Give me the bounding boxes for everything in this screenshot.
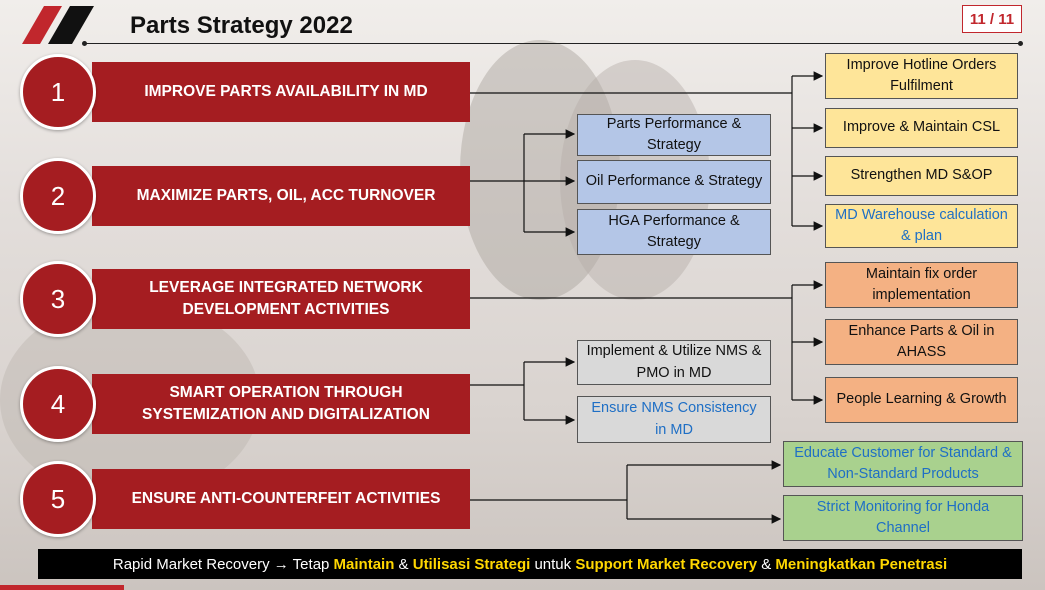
brand-logo-icon	[22, 6, 94, 44]
mid-box-parts-performance: Parts Performance & Strategy	[577, 114, 771, 156]
strategy-banner-2: MAXIMIZE PARTS, OIL, ACC TURNOVER	[92, 166, 470, 226]
right-box-sop: Strengthen MD S&OP	[825, 156, 1018, 196]
right-box-hotline-orders: Improve Hotline Orders Fulfilment	[825, 53, 1018, 99]
footer-arrow-icon: →	[273, 555, 289, 573]
strategy-banner-5: ENSURE ANTI-COUNTERFEIT ACTIVITIES	[92, 469, 470, 529]
header-divider-dot-left	[82, 41, 87, 46]
page-title: Parts Strategy 2022	[130, 12, 353, 39]
page-indicator: 11 / 11	[962, 5, 1022, 33]
footer-highlight-support: Support Market Recovery	[575, 555, 758, 573]
strategy-number-1: 1	[20, 54, 96, 130]
strategy-label-5: ENSURE ANTI-COUNTERFEIT ACTIVITIES	[131, 489, 441, 507]
strategy-banner-4: SMART OPERATION THROUGH SYSTEMIZATION AN…	[92, 374, 470, 434]
strategy-label-2: MAXIMIZE PARTS, OIL, ACC TURNOVER	[136, 186, 436, 204]
strategy-number-3: 3	[20, 261, 96, 337]
mid-box-nms-consistency: Ensure NMS Consistency in MD	[577, 396, 771, 443]
right-box-people-learning: People Learning & Growth	[825, 377, 1018, 423]
footer-text-1: Rapid Market Recovery	[112, 555, 274, 573]
right-box-honda-channel: Strict Monitoring for Honda Channel	[783, 495, 1023, 541]
strategy-banner-1: IMPROVE PARTS AVAILABILITY IN MD	[92, 62, 470, 122]
footer-text-5: &	[757, 555, 776, 573]
strategy-label-3: LEVERAGE INTEGRATED NETWORK DEVELOPMENT …	[149, 278, 423, 318]
footer-highlight-penetrasi: Meningkatkan Penetrasi	[775, 555, 948, 573]
mid-box-hga-performance: HGA Performance & Strategy	[577, 209, 771, 255]
header-divider-dot-right	[1018, 41, 1023, 46]
header-divider	[84, 43, 1022, 44]
mid-box-oil-performance: Oil Performance & Strategy	[577, 160, 771, 204]
strategy-label-1: IMPROVE PARTS AVAILABILITY IN MD	[144, 82, 428, 100]
mid-box-nms-pmo: Implement & Utilize NMS & PMO in MD	[577, 340, 771, 385]
strategy-banner-3: LEVERAGE INTEGRATED NETWORK DEVELOPMENT …	[92, 269, 470, 329]
footer-highlight-maintain: Maintain	[333, 555, 395, 573]
right-box-educate-customer: Educate Customer for Standard & Non-Stan…	[783, 441, 1023, 487]
strategy-number-5: 5	[20, 461, 96, 537]
strategy-number-2: 2	[20, 158, 96, 234]
strategy-label-4: SMART OPERATION THROUGH SYSTEMIZATION AN…	[142, 383, 430, 423]
footer-text-3: &	[394, 555, 413, 573]
right-box-csl: Improve & Maintain CSL	[825, 108, 1018, 148]
footer-banner: Rapid Market Recovery → Tetap Maintain &…	[38, 549, 1022, 579]
right-box-ahass: Enhance Parts & Oil in AHASS	[825, 319, 1018, 365]
right-box-fix-order: Maintain fix order implementation	[825, 262, 1018, 308]
footer-text-4: untuk	[530, 555, 576, 573]
footer-text-2: Tetap	[288, 555, 334, 573]
bottom-accent-bar	[0, 585, 124, 590]
right-box-md-warehouse: MD Warehouse calculation & plan	[825, 204, 1018, 248]
footer-highlight-utilisasi: Utilisasi Strategi	[412, 555, 531, 573]
strategy-number-4: 4	[20, 366, 96, 442]
